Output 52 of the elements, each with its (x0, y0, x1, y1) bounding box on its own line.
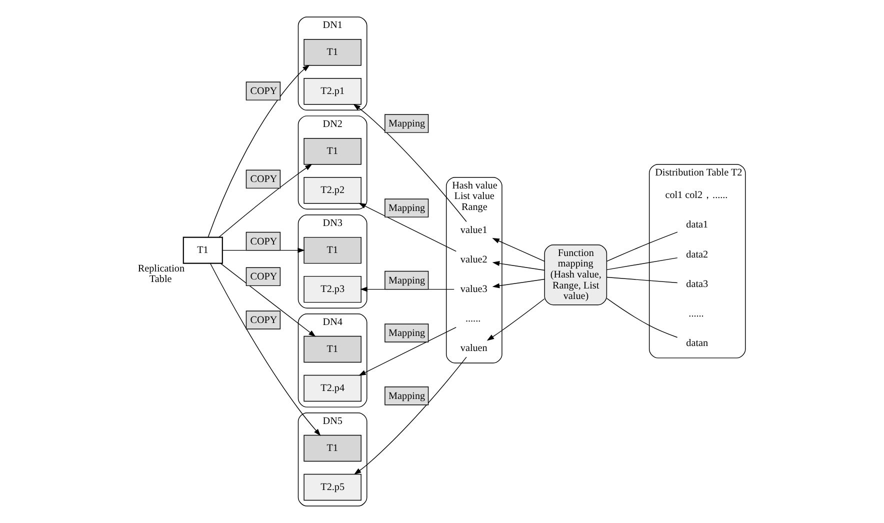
connector (606, 298, 678, 338)
edge-label: COPY (250, 236, 278, 248)
node-box: T1 (304, 236, 362, 264)
edge-label: Mapping (388, 118, 426, 130)
edge-label: COPY (250, 86, 278, 98)
node-box: T2.p2 (304, 176, 362, 204)
node-box: T2.p1 (304, 78, 362, 105)
node-label: Replication Table (138, 263, 184, 286)
arrow (358, 202, 456, 252)
node-box: T2.p3 (304, 276, 362, 303)
edge-label: Mapping (388, 328, 426, 340)
arrow (208, 64, 310, 238)
arrow (492, 238, 545, 262)
node-text: data1 (686, 220, 708, 231)
arrow (210, 263, 321, 436)
arrow (486, 298, 545, 341)
arrow (354, 356, 467, 475)
node-box: T2.p5 (304, 474, 362, 501)
node-box: T1 (304, 138, 362, 165)
arrow (492, 260, 545, 271)
arrow (222, 248, 305, 253)
node-text: value3 (460, 284, 488, 295)
edge-label: COPY (250, 272, 278, 283)
arrow (220, 263, 316, 337)
node-text: value2 (460, 254, 488, 266)
arrow (218, 164, 312, 238)
edge-label: Mapping (388, 203, 426, 214)
node-text: value1 (460, 224, 488, 236)
node-box: T1 (304, 434, 362, 462)
connector (606, 257, 678, 270)
node-box: T1 (304, 39, 362, 66)
arrow (353, 104, 467, 222)
node-text: data3 (686, 278, 708, 290)
arrow (492, 278, 545, 288)
node-text: valuen (460, 343, 488, 354)
node-text: ...... (465, 314, 481, 325)
node-text: data2 (686, 249, 708, 260)
node-text: ...... (688, 308, 704, 320)
edge-label: COPY (250, 174, 278, 186)
connector (606, 276, 678, 284)
arrow (360, 286, 454, 292)
node-box: T1 (304, 336, 362, 363)
connector (606, 232, 678, 262)
edge-label: COPY (250, 315, 278, 326)
edge-label: Mapping (388, 390, 426, 402)
arrow (358, 326, 456, 376)
node-text: col1 col2，...... (665, 190, 728, 202)
node-box: T2.p4 (304, 374, 362, 402)
node-text: datan (686, 338, 708, 350)
node-box: Function mapping (Hash value, Range, List value) (544, 244, 608, 306)
node-box: T1 (182, 236, 223, 264)
edge-label: Mapping (388, 275, 426, 286)
